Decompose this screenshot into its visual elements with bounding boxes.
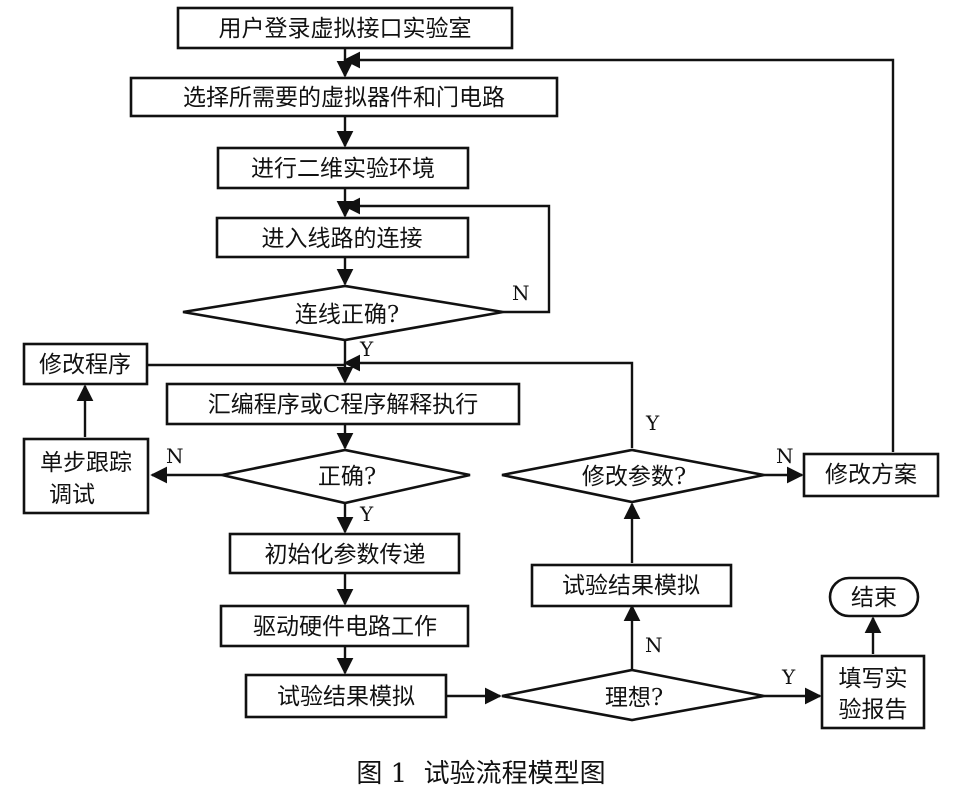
node-report-line2: 验报告 bbox=[839, 697, 908, 723]
node-init-label: 初始化参数传递 bbox=[265, 542, 426, 568]
node-modify-param-check: 修改参数? bbox=[501, 448, 765, 504]
node-ideal-check-label: 理想? bbox=[605, 685, 663, 711]
label-wire-yes: Y bbox=[359, 337, 374, 361]
node-report: 填写实 验报告 bbox=[820, 654, 926, 730]
node-connect: 进入线路的连接 bbox=[215, 216, 470, 259]
node-drive: 驱动硬件电路工作 bbox=[219, 604, 470, 648]
label-ideal-no: N bbox=[645, 633, 663, 657]
node-correct-check: 正确? bbox=[221, 448, 471, 505]
node-select: 选择所需要的虚拟器件和门电路 bbox=[129, 76, 559, 118]
branch-labels: N Y N Y Y N N Y bbox=[166, 281, 796, 689]
label-ideal-yes: Y bbox=[781, 665, 796, 689]
node-modify-prog: 修改程序 bbox=[22, 342, 149, 386]
node-sim-2-label: 试验结果模拟 bbox=[562, 573, 700, 599]
node-init: 初始化参数传递 bbox=[228, 532, 461, 575]
connectors bbox=[76, 48, 895, 705]
label-param-no: N bbox=[776, 444, 794, 468]
label-param-yes: Y bbox=[645, 411, 660, 435]
label-correct-yes: Y bbox=[359, 502, 374, 526]
node-step-debug-line2: 调试 bbox=[49, 482, 95, 508]
node-step-debug: 单步跟踪 调试 bbox=[22, 437, 150, 515]
node-modify-prog-label: 修改程序 bbox=[39, 352, 131, 378]
node-env: 进行二维实验环境 bbox=[216, 146, 470, 190]
node-modify-param-check-label: 修改参数? bbox=[582, 464, 686, 490]
arrow-modify-param-yes-loop bbox=[343, 354, 634, 448]
node-select-label: 选择所需要的虚拟器件和门电路 bbox=[183, 85, 505, 111]
node-step-debug-line1: 单步跟踪 bbox=[40, 450, 132, 476]
node-modify-plan: 修改方案 bbox=[802, 452, 940, 498]
node-correct-check-label: 正确? bbox=[318, 464, 376, 490]
node-login: 用户登录虚拟接口实验室 bbox=[176, 6, 514, 50]
node-connect-label: 进入线路的连接 bbox=[262, 226, 423, 252]
node-exec-label: 汇编程序或C程序解释执行 bbox=[208, 392, 479, 418]
arrow-modify-plan-loop bbox=[343, 51, 895, 452]
node-ideal-check: 理想? bbox=[501, 668, 765, 722]
node-drive-label: 驱动硬件电路工作 bbox=[253, 614, 437, 640]
node-wire-check-label: 连线正确? bbox=[295, 302, 399, 328]
node-sim-1: 试验结果模拟 bbox=[244, 673, 448, 719]
node-end-label: 结束 bbox=[851, 585, 897, 611]
node-modify-plan-label: 修改方案 bbox=[825, 462, 917, 488]
node-sim-2: 试验结果模拟 bbox=[530, 563, 733, 608]
arrow-wire-check-no-loop bbox=[343, 197, 551, 314]
node-end: 结束 bbox=[828, 576, 920, 618]
label-correct-no: N bbox=[166, 444, 184, 468]
node-env-label: 进行二维实验环境 bbox=[251, 156, 435, 182]
label-wire-no: N bbox=[512, 281, 530, 305]
node-sim-1-label: 试验结果模拟 bbox=[277, 684, 415, 710]
figure-caption: 图 1 试验流程模型图 bbox=[356, 759, 605, 789]
node-exec: 汇编程序或C程序解释执行 bbox=[165, 382, 521, 426]
node-report-line1: 填写实 bbox=[839, 666, 908, 692]
node-login-label: 用户登录虚拟接口实验室 bbox=[219, 16, 472, 42]
node-wire-check: 连线正确? bbox=[182, 284, 504, 342]
